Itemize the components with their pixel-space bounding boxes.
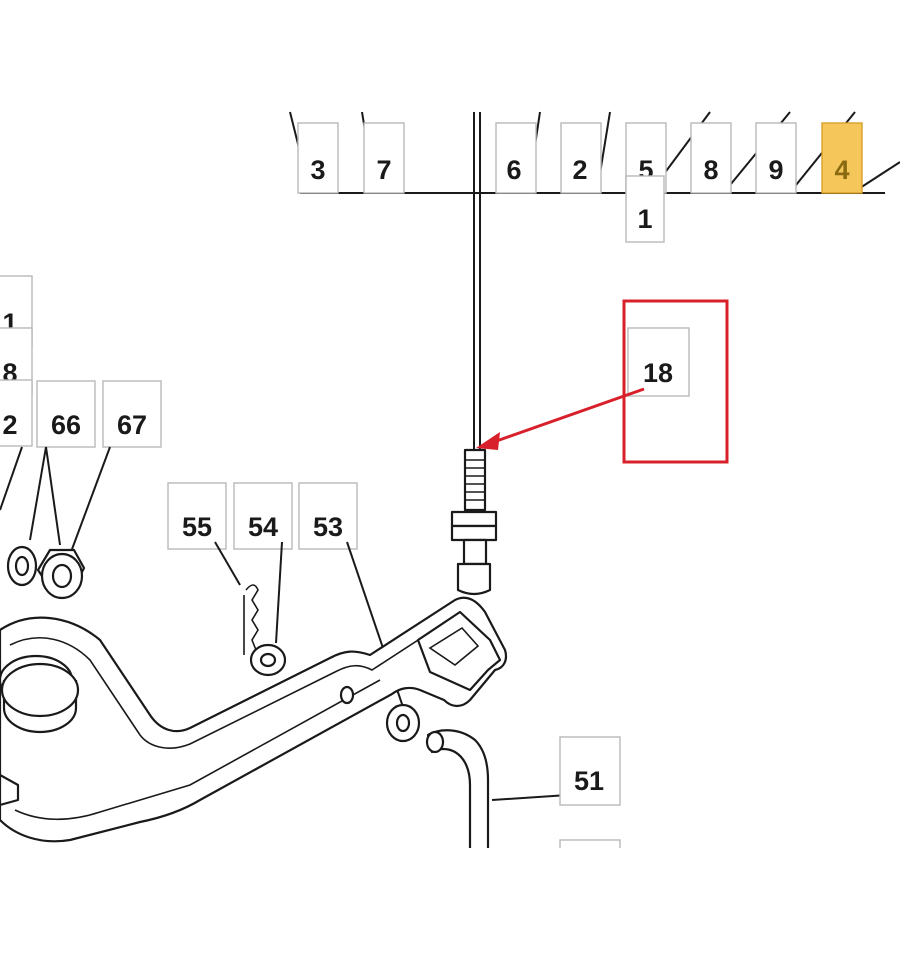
red-leader-arrow — [476, 387, 645, 450]
callout-67: 67 — [102, 380, 162, 448]
svg-text:8: 8 — [703, 155, 718, 185]
callout-6: 6 — [495, 122, 537, 194]
callout-51: 51 — [559, 736, 621, 806]
svg-text:1: 1 — [637, 204, 652, 234]
callout-53: 53 — [298, 482, 358, 550]
svg-text:51: 51 — [574, 766, 604, 796]
frame-stub-part — [0, 773, 20, 807]
callout-55: 55 — [167, 482, 227, 550]
svg-text:18: 18 — [643, 358, 673, 388]
callout-18: 18 — [627, 327, 690, 397]
callout-2: 2 — [560, 122, 602, 194]
svg-text:53: 53 — [313, 512, 343, 542]
callout-66: 66 — [36, 380, 96, 448]
threaded-rod-part — [450, 448, 498, 596]
washer-part-54 — [249, 643, 287, 677]
svg-text:6: 6 — [506, 155, 521, 185]
callout-4-highlighted: 4 — [821, 122, 863, 194]
svg-text:54: 54 — [248, 512, 278, 542]
left-leader-lines — [0, 446, 111, 561]
callout-9: 9 — [755, 122, 797, 194]
callout-54: 54 — [233, 482, 293, 550]
washer-part-53 — [385, 703, 421, 743]
svg-text:9: 9 — [768, 155, 783, 185]
svg-text:67: 67 — [117, 410, 147, 440]
svg-text:2: 2 — [572, 155, 587, 185]
svg-text:2: 2 — [2, 410, 17, 440]
callout-8: 8 — [690, 122, 732, 194]
svg-text:4: 4 — [834, 155, 849, 185]
washer-part-66 — [6, 545, 38, 587]
pedal-lever-part — [0, 596, 508, 843]
callout-1-top: 1 — [625, 175, 665, 243]
leader-51 — [491, 794, 569, 801]
callout-3: 3 — [297, 122, 339, 194]
cotter-pin-part-55 — [243, 584, 259, 655]
svg-text:66: 66 — [51, 410, 81, 440]
rod-part-51 — [425, 729, 490, 852]
highlight-frame-18 — [622, 299, 729, 464]
svg-text:3: 3 — [310, 155, 325, 185]
svg-text:55: 55 — [182, 512, 212, 542]
bottom-blank-area — [0, 848, 900, 962]
nut-part-67 — [36, 548, 86, 600]
callout-7: 7 — [363, 122, 405, 194]
callout-2-left: 2 — [0, 379, 33, 447]
svg-text:7: 7 — [376, 155, 391, 185]
